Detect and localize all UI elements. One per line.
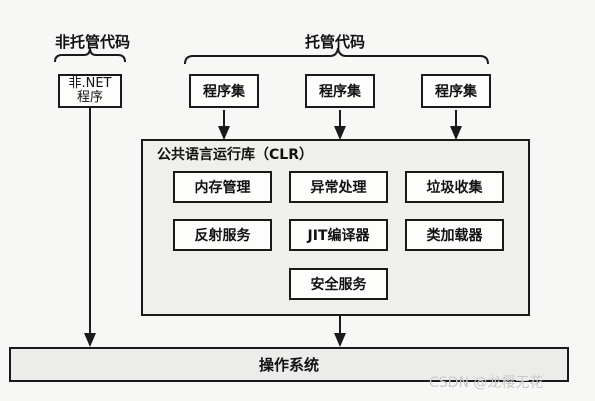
operating-system-box: 操作系统 — [9, 347, 569, 382]
managed-code-title: 托管代码 — [305, 33, 366, 51]
unmanaged-code-title: 非托管代码 — [55, 33, 131, 51]
non-dotnet-label: 非.NET — [68, 76, 112, 91]
managed-brace — [184, 47, 489, 65]
non-dotnet-program-box: 非.NET 程序 — [58, 74, 122, 108]
garbage-collection-box: 垃圾收集 — [405, 171, 504, 203]
reflection-services-box: 反射服务 — [173, 219, 272, 251]
jit-compiler-box: JIT编译器 — [289, 219, 388, 251]
class-loader-box: 类加载器 — [405, 219, 504, 251]
security-services-box: 安全服务 — [289, 268, 388, 300]
watermark: CSDN @龙樱无花 — [429, 375, 544, 391]
unmanaged-brace — [54, 47, 126, 63]
exception-handling-box: 异常处理 — [289, 171, 388, 203]
assembly-box-1: 程序集 — [189, 74, 259, 108]
clr-title: 公共语言运行库（CLR） — [157, 147, 313, 163]
assembly-box-2: 程序集 — [305, 74, 375, 108]
assembly-box-3: 程序集 — [421, 74, 491, 108]
program-label: 程序 — [76, 90, 103, 105]
memory-management-box: 内存管理 — [173, 171, 272, 203]
